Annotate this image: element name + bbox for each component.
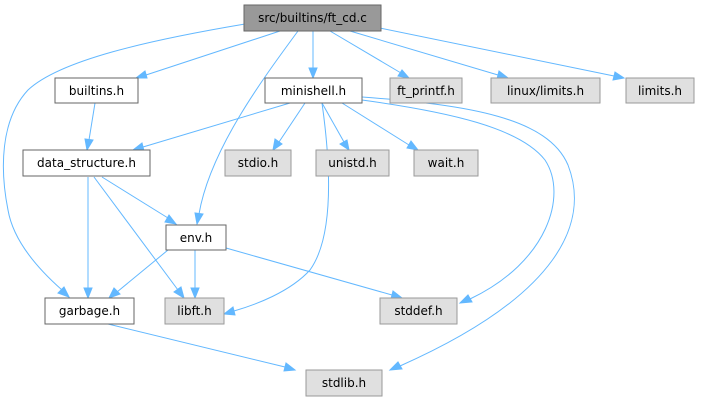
- node-stdio-h[interactable]: stdio.h: [224, 149, 292, 177]
- edge-minishell-to-stddef: [361, 99, 555, 304]
- node-minishell-h-label: minishell.h: [281, 84, 346, 98]
- node-stdlib-h-label: stdlib.h: [322, 376, 366, 390]
- edge-env-to-garbage: [107, 249, 169, 299]
- node-libft-h-label: libft.h: [177, 304, 211, 318]
- node-wait-h[interactable]: wait.h: [413, 149, 479, 177]
- node-stddef-h[interactable]: stddef.h: [379, 297, 458, 325]
- node-env-h[interactable]: env.h: [165, 224, 227, 251]
- node-ft-cd-c-label: src/builtins/ft_cd.c: [258, 11, 367, 25]
- edge-minishell-to-data-structure: [131, 102, 291, 152]
- edge-minishell-to-stdio: [272, 102, 306, 152]
- edge-env-to-libft: [190, 250, 200, 300]
- node-limits-h-label: limits.h: [638, 84, 682, 98]
- node-limits-h[interactable]: limits.h: [625, 77, 695, 104]
- node-ft-printf-h[interactable]: ft_printf.h: [389, 77, 463, 104]
- edge-ft-cd-to-linux-limits: [349, 30, 510, 80]
- edge-data-structure-to-libft: [93, 176, 185, 300]
- edge-minishell-to-libft: [222, 102, 330, 316]
- edge-ft-cd-to-limits: [379, 27, 626, 81]
- edge-data-structure-to-env: [101, 176, 178, 225]
- edge-data-structure-to-garbage: [83, 177, 93, 300]
- edge-ft-cd-to-env: [194, 30, 299, 226]
- edge-ft-cd-to-ft-printf: [329, 30, 411, 79]
- node-ft-cd-c[interactable]: src/builtins/ft_cd.c: [243, 4, 382, 32]
- node-stdio-h-label: stdio.h: [238, 156, 278, 170]
- node-garbage-h[interactable]: garbage.h: [44, 297, 135, 325]
- node-wait-h-label: wait.h: [428, 156, 465, 170]
- node-stdlib-h[interactable]: stdlib.h: [305, 369, 383, 397]
- edge-ft-cd-to-builtins: [134, 30, 281, 79]
- node-stddef-h-label: stddef.h: [394, 304, 442, 318]
- node-linux-limits-h[interactable]: linux/limits.h: [490, 77, 601, 104]
- edge-ft-cd-to-garbage: [2, 23, 246, 298]
- node-unistd-h-label: unistd.h: [328, 156, 377, 170]
- node-builtins-h[interactable]: builtins.h: [54, 77, 139, 104]
- file-nodes: src/builtins/ft_cd.c builtins.h minishel…: [22, 4, 695, 397]
- node-ft-printf-h-label: ft_printf.h: [397, 84, 455, 98]
- node-env-h-label: env.h: [180, 231, 213, 245]
- node-data-structure-h-label: data_structure.h: [37, 156, 136, 170]
- dependency-edges: [2, 23, 626, 372]
- node-libft-h[interactable]: libft.h: [164, 297, 225, 325]
- edge-minishell-to-unistd: [321, 102, 350, 152]
- edge-ft-cd-to-minishell: [308, 31, 318, 80]
- node-unistd-h[interactable]: unistd.h: [315, 149, 390, 177]
- node-minishell-h[interactable]: minishell.h: [264, 77, 363, 104]
- node-builtins-h-label: builtins.h: [69, 84, 124, 98]
- edge-garbage-to-stdlib: [107, 323, 297, 372]
- edge-builtins-to-data-structure: [84, 102, 96, 152]
- edge-env-to-stddef: [225, 247, 404, 300]
- node-linux-limits-h-label: linux/limits.h: [507, 84, 584, 98]
- edge-minishell-to-stdlib: [361, 96, 575, 371]
- node-data-structure-h[interactable]: data_structure.h: [22, 149, 151, 177]
- node-garbage-h-label: garbage.h: [59, 304, 120, 318]
- edge-minishell-to-wait: [341, 102, 420, 151]
